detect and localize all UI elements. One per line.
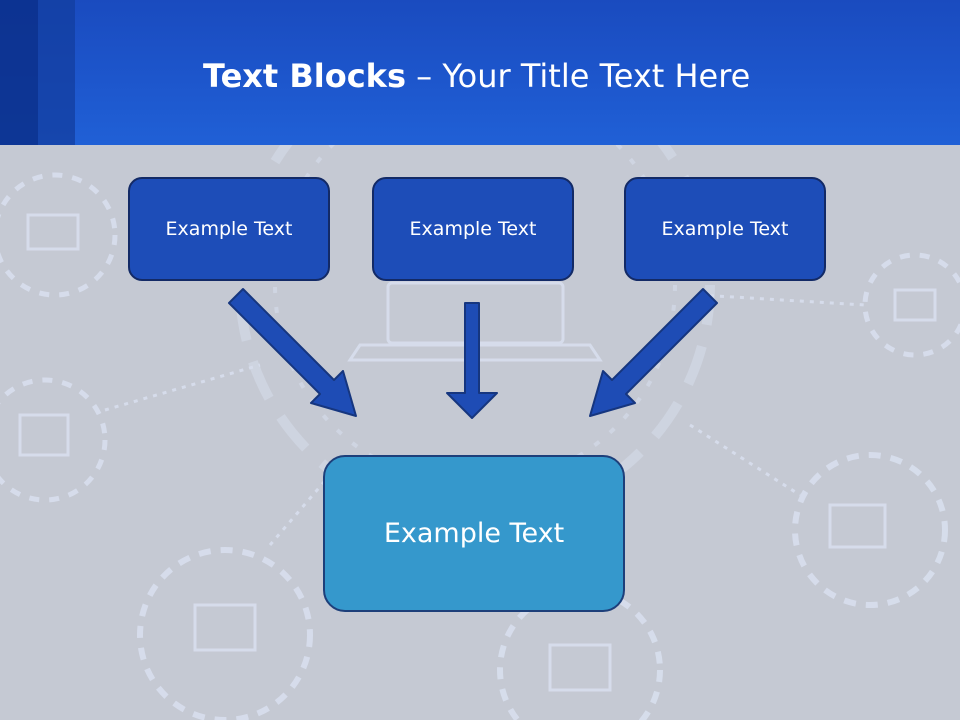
title-bold: Text Blocks xyxy=(203,57,406,95)
text-block-2-label: Example Text xyxy=(409,218,537,240)
text-block-1-label: Example Text xyxy=(165,218,293,240)
header-accent-strip-2 xyxy=(38,0,75,145)
text-block-2: Example Text xyxy=(372,177,574,281)
arrow-left-diagonal xyxy=(228,288,357,417)
arrow-right-diagonal xyxy=(589,288,718,417)
result-block: Example Text xyxy=(323,455,625,612)
arrow-center-down xyxy=(446,302,498,419)
result-block-label: Example Text xyxy=(383,518,565,549)
header-band xyxy=(0,0,960,145)
text-block-3-label: Example Text xyxy=(661,218,789,240)
title-rest: Your Title Text Here xyxy=(442,57,751,95)
slide-title: Text Blocks – Your Title Text Here xyxy=(203,52,750,102)
text-block-1: Example Text xyxy=(128,177,330,281)
header-accent-strip xyxy=(0,0,38,145)
text-block-3: Example Text xyxy=(624,177,826,281)
title-dash: – xyxy=(406,57,443,95)
